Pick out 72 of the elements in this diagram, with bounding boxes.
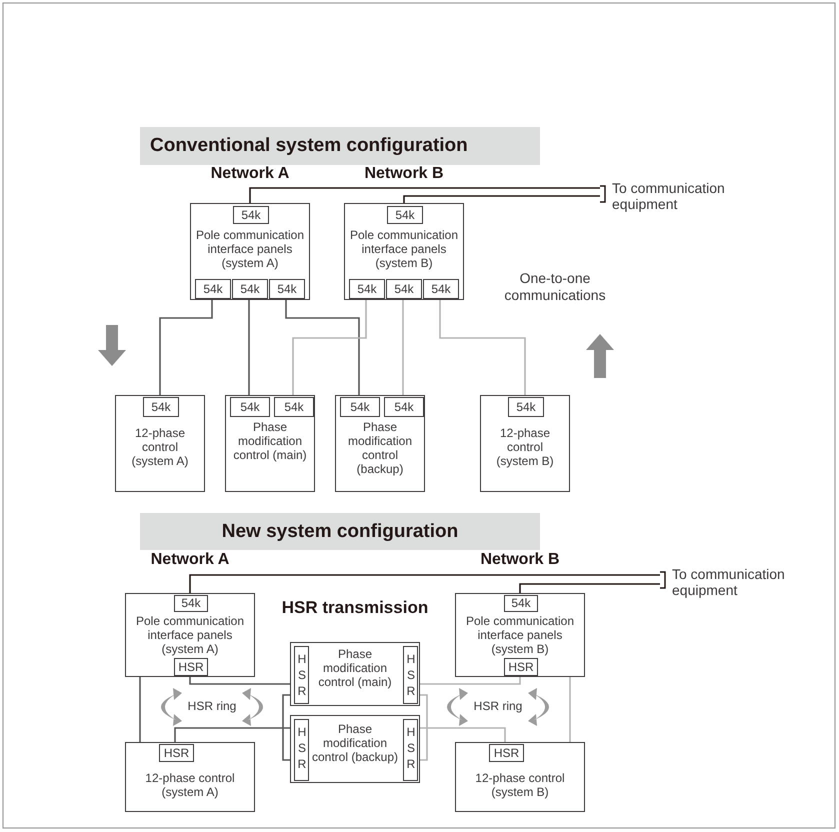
box-label: Phase modification control (main) — [232, 420, 308, 462]
port-tag: 54k — [508, 397, 544, 417]
port-tag: 54k — [233, 206, 269, 224]
box-label: 12-phase control (system B) — [474, 771, 566, 799]
equipment-box — [290, 642, 420, 706]
port-tag: HSR — [403, 719, 418, 781]
box-label: 12-phase control (system B) — [495, 426, 555, 468]
port-tag: 54k — [174, 595, 208, 612]
network-heading: HSR transmission — [280, 598, 430, 618]
box-label: Pole communication interface panels (system A) — [134, 614, 246, 656]
port-tag: 54k — [143, 397, 179, 417]
connector-line — [248, 298, 250, 396]
port-tag: 54k — [269, 279, 305, 299]
destination-label: To communication equipment — [672, 566, 786, 598]
annotation-text: One-to-one communications — [503, 270, 607, 304]
section-banner: New system configuration — [140, 513, 540, 550]
equipment-box — [125, 593, 255, 677]
port-tag: 54k — [387, 206, 423, 224]
network-heading: Network A — [150, 550, 230, 569]
equipment-box — [190, 203, 310, 300]
connector-line — [519, 583, 660, 594]
port-tag: 54k — [384, 397, 424, 417]
network-heading: Network A — [210, 164, 290, 183]
network-heading: Network B — [479, 550, 561, 569]
port-tag: 54k — [230, 397, 270, 417]
equipment-box — [125, 742, 255, 812]
port-tag: 54k — [349, 279, 385, 299]
box-label: Phase modification control (backup) — [346, 420, 414, 476]
connector-line — [569, 677, 571, 742]
connector-line — [403, 195, 600, 205]
connector-line — [139, 677, 141, 742]
equipment-box — [335, 395, 425, 492]
box-label: Pole communication interface panels (system B) — [464, 614, 576, 656]
port-tag: 54k — [232, 279, 268, 299]
port-tag: HSR — [294, 719, 309, 781]
connector-line — [402, 298, 404, 396]
port-tag: 54k — [195, 279, 231, 299]
annotation-text: HSR ring — [472, 699, 524, 714]
annotation-text: HSR ring — [186, 699, 238, 714]
connector-line — [249, 187, 600, 205]
port-tag: 54k — [274, 397, 314, 417]
connector-line — [189, 574, 660, 594]
connector-line — [159, 298, 213, 396]
port-tag: 54k — [340, 397, 380, 417]
box-label: Pole communication interface panels (system A) — [194, 228, 306, 270]
port-tag: HSR — [504, 658, 538, 676]
port-tag: HSR — [159, 744, 194, 762]
equipment-box — [344, 203, 464, 300]
equipment-box — [115, 395, 205, 492]
network-heading: Network B — [363, 164, 445, 183]
equipment-box — [290, 715, 420, 783]
connector-line — [292, 298, 367, 396]
equipment-box — [480, 395, 570, 492]
equipment-box — [225, 395, 315, 492]
box-label: 12-phase control (system A) — [144, 771, 236, 799]
connector-line — [285, 298, 360, 396]
box-label: 12-phase control (system A) — [130, 426, 190, 468]
port-tag: HSR — [403, 646, 418, 704]
section-banner: Conventional system configuration — [140, 127, 540, 165]
box-label: Phase modification control (main) — [317, 647, 393, 689]
port-tag: 54k — [504, 595, 538, 612]
port-tag: 54k — [386, 279, 422, 299]
port-tag: HSR — [489, 744, 524, 762]
equipment-box — [455, 593, 585, 677]
port-tag: HSR — [174, 658, 208, 676]
box-label: Phase modification control (backup) — [311, 722, 399, 764]
destination-label: To communication equipment — [612, 180, 726, 212]
box-label: Pole communication interface panels (system B) — [348, 228, 460, 270]
port-tag: 54k — [423, 279, 459, 299]
connector-line — [439, 298, 526, 396]
equipment-box — [455, 742, 585, 812]
port-tag: HSR — [294, 646, 309, 704]
